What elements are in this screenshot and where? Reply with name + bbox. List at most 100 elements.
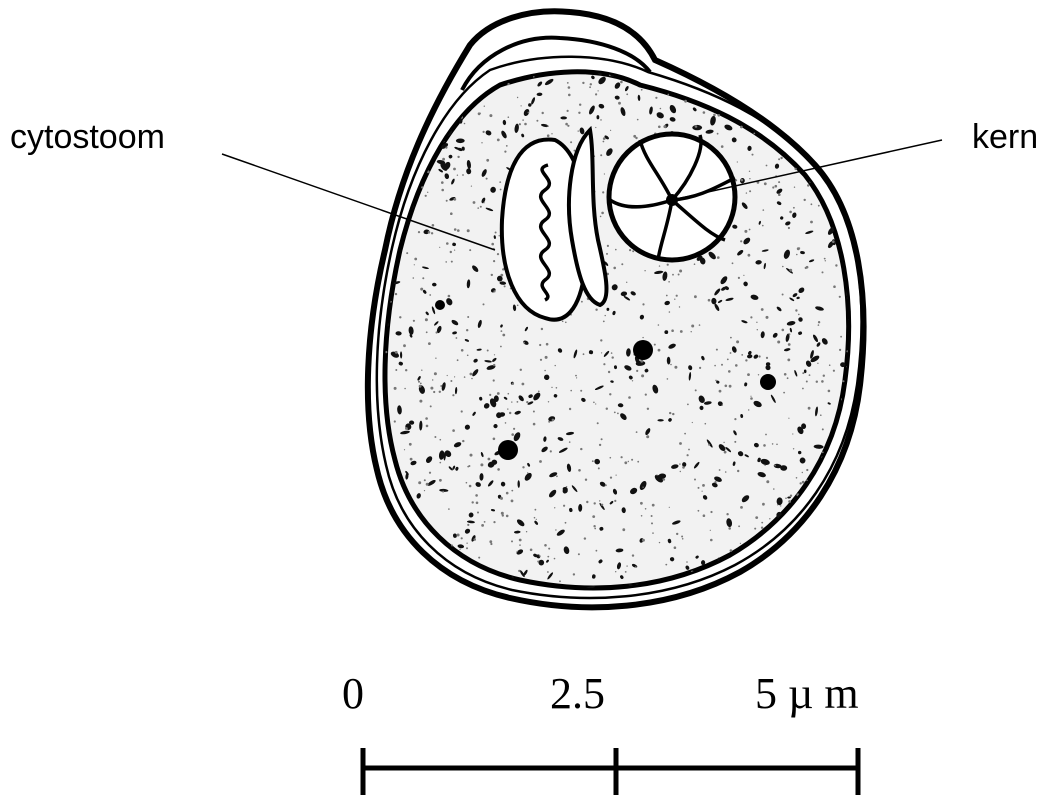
stipple-dot <box>430 405 432 407</box>
stipple-dot <box>759 355 761 357</box>
stipple-dot <box>641 78 643 80</box>
inner-membrane <box>385 72 849 588</box>
stipple-dot <box>457 534 460 537</box>
stipple-dot <box>793 119 795 121</box>
stipple-dot <box>615 571 616 572</box>
stipple-dot <box>586 501 588 503</box>
stipple-dot <box>762 503 765 506</box>
stipple-dot <box>652 504 655 507</box>
granule <box>692 125 702 130</box>
stipple-dot <box>725 385 728 388</box>
granule <box>471 568 475 575</box>
stipple-dot <box>732 262 734 264</box>
stipple-dot <box>839 164 841 166</box>
vacuole-dot <box>498 440 518 460</box>
stipple-dot <box>500 189 502 191</box>
stipple-dot <box>424 490 425 491</box>
stipple-dot <box>806 266 809 269</box>
stipple-dot <box>626 565 627 566</box>
stipple-dot <box>567 125 569 127</box>
stipple-dot <box>603 141 605 143</box>
stipple-dot <box>765 434 767 436</box>
stipple-dot <box>537 561 539 563</box>
stipple-dot <box>439 479 442 482</box>
stipple-dot <box>536 519 537 520</box>
stipple-dot <box>772 186 774 188</box>
stipple-dot <box>555 365 556 366</box>
stipple-dot <box>418 170 421 173</box>
stipple-dot <box>471 378 473 380</box>
stipple-dot <box>628 396 631 399</box>
vacuole-dot <box>633 340 653 360</box>
stipple-dot <box>581 301 583 303</box>
stipple-dot <box>472 501 474 503</box>
granule <box>825 149 830 152</box>
stipple-dot <box>789 211 792 214</box>
stipple-dot <box>672 274 674 276</box>
stipple-dot <box>521 105 522 106</box>
stipple-dot <box>391 103 392 104</box>
stipple-dot <box>552 419 555 422</box>
stipple-dot <box>687 454 689 456</box>
stipple-dot <box>548 421 550 423</box>
stipple-dot <box>676 295 678 297</box>
stipple-dot <box>539 460 542 463</box>
stipple-dot <box>839 296 841 298</box>
stipple-dot <box>624 461 627 464</box>
granule <box>515 66 522 74</box>
granule <box>657 419 663 421</box>
stipple-dot <box>814 102 817 105</box>
stipple-dot <box>475 568 478 571</box>
stipple-dot <box>457 175 458 176</box>
stipple-dot <box>828 390 831 393</box>
stipple-dot <box>714 365 716 367</box>
stipple-dot <box>408 132 410 134</box>
stipple-dot <box>710 511 712 513</box>
stipple-dot <box>466 329 468 331</box>
stipple-dot <box>476 502 479 505</box>
stipple-dot <box>593 525 595 527</box>
stipple-dot <box>595 403 596 404</box>
stipple-dot <box>724 451 727 454</box>
stipple-dot <box>694 479 696 481</box>
stipple-dot <box>466 547 468 549</box>
stipple-dot <box>487 350 489 352</box>
stipple-dot <box>817 363 818 364</box>
stipple-dot <box>780 505 781 506</box>
stipple-dot <box>745 359 747 361</box>
stipple-dot <box>594 502 596 504</box>
stipple-dot <box>758 374 759 375</box>
stipple-dot <box>625 571 627 573</box>
stipple-dot <box>573 573 575 575</box>
stipple-dot <box>421 186 423 188</box>
stipple-dot <box>425 195 427 197</box>
stipple-dot <box>602 191 604 193</box>
stipple-dot <box>849 567 851 569</box>
stipple-dot <box>524 587 526 589</box>
stipple-dot <box>410 458 413 461</box>
stipple-dot <box>766 357 768 359</box>
stipple-dot <box>740 126 743 129</box>
stipple-dot <box>506 145 508 147</box>
stipple-dot <box>459 549 460 550</box>
stipple-dot <box>628 461 629 462</box>
stipple-dot <box>851 455 853 457</box>
stipple-dot <box>499 235 500 236</box>
stipple-dot <box>658 324 660 326</box>
granule <box>818 83 829 93</box>
stipple-dot <box>601 504 603 506</box>
stipple-dot <box>478 112 481 115</box>
stipple-dot <box>811 139 814 142</box>
stipple-dot <box>818 324 820 326</box>
granule <box>843 70 847 75</box>
stipple-dot <box>769 546 771 548</box>
stipple-dot <box>600 339 602 341</box>
granule <box>835 71 842 78</box>
stipple-dot <box>734 71 735 72</box>
stipple-dot <box>499 181 501 183</box>
stipple-dot <box>464 376 466 378</box>
stipple-dot <box>659 542 660 543</box>
stipple-dot <box>446 242 449 245</box>
stipple-dot <box>461 349 464 352</box>
